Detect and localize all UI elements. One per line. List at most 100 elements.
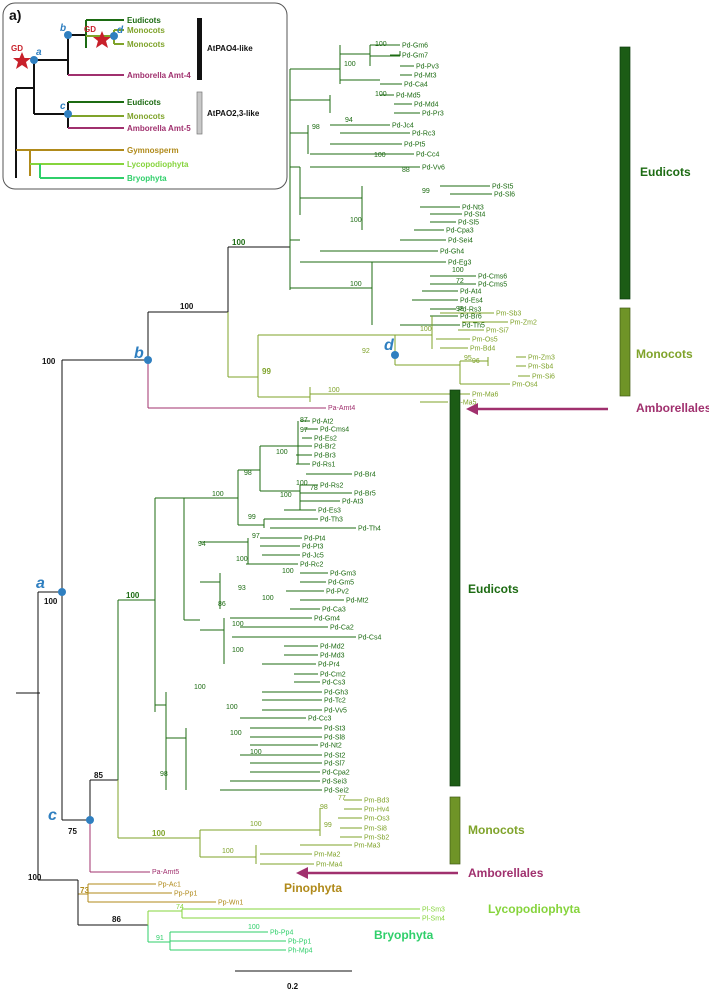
bootstrap-value: 100 [232, 621, 244, 628]
bootstrap-value: 100 [328, 387, 340, 394]
bootstrap-value: 100 [296, 480, 308, 487]
leaf-label: Pm-Ma3 [354, 843, 381, 850]
leaf-label: Pm-Si6 [532, 374, 555, 381]
inset-leaf: Monocots [127, 112, 165, 121]
bootstrap-value: 94 [198, 541, 206, 548]
bootstrap-value: 100 [180, 302, 194, 311]
inset-leaf: Monocots [127, 26, 165, 35]
clade-label: Monocots [468, 823, 525, 837]
bootstrap-value: 78 [310, 485, 318, 492]
leaf-label: Pd-Gm7 [402, 53, 428, 60]
leaf-label: Pm-Ma4 [316, 862, 343, 869]
leaf-label: Pd-Es3 [318, 508, 341, 515]
leaf-label: Pd-Gm4 [314, 616, 340, 623]
bootstrap-value: 98 [244, 470, 252, 477]
leaf-label: Pm-Sb4 [528, 364, 553, 371]
bootstrap-value: 100 [230, 730, 242, 737]
bootstrap-value: 100 [350, 281, 362, 288]
leaf-label: Pl-Sm4 [422, 916, 445, 923]
leaf-label: Pd-Cm2 [320, 672, 346, 679]
leaf-label: Pd-Md3 [320, 653, 345, 660]
bootstrap-value: 100 [344, 61, 356, 68]
leaf-label: Pd-Cc3 [308, 716, 331, 723]
bootstrap-value: 74 [176, 904, 184, 911]
leaf-label: Pd-Sei2 [324, 788, 349, 795]
leaf-label: Pd-Pt5 [404, 142, 426, 149]
leaf-label: Pd-Br2 [314, 444, 336, 451]
bootstrap-value: 100 [452, 267, 464, 274]
bootstrap-value: 99 [248, 514, 256, 521]
inset-panel: a) [2, 2, 288, 190]
leaf-label: Pl-Sm3 [422, 907, 445, 914]
inset-node-d [110, 32, 118, 40]
leaf-label: Pd-Cc4 [416, 152, 439, 159]
leaf-label: Pd-Cpa2 [322, 770, 350, 777]
leaf-label: Pm-Ma5 [450, 400, 477, 407]
leaf-label: Pm-Os3 [364, 816, 390, 823]
inset-node-label-a: a [36, 47, 42, 58]
leaf-label: Pd-At4 [460, 289, 482, 296]
bootstrap-value: 86 [218, 601, 226, 608]
leaf-label: Pp-Ac1 [158, 882, 181, 889]
leaf-label: Pd-At2 [312, 419, 334, 426]
bootstrap-value: 91 [156, 935, 164, 942]
leaf-label: Pd-Md2 [320, 644, 345, 651]
leaf-label: Pa-Amt4 [328, 405, 355, 412]
monocots-upper-bar [619, 307, 631, 397]
leaf-label: Pd-Cs3 [322, 680, 345, 687]
leaf-label: Pd-Sei3 [322, 779, 347, 786]
node-label-a: a [36, 575, 45, 592]
bootstrap-value: 75 [68, 827, 77, 836]
node-c [86, 816, 94, 824]
bootstrap-value: 100 [250, 821, 262, 828]
leaf-label: Pd-Gh3 [324, 690, 348, 697]
inset-frame [2, 2, 288, 190]
bootstrap-value: 92 [362, 348, 370, 355]
leaf-label: Pd-Rc2 [300, 562, 323, 569]
inset-leaf: Amborella Amt-4 [127, 71, 191, 80]
gd-star-icon [13, 52, 31, 69]
arrow-amborellales-lower [296, 867, 458, 879]
leaf-label: Pm-Si8 [364, 826, 387, 833]
leaf-label: Pm-Sb3 [496, 311, 521, 318]
inset-node-label-b: b [60, 23, 66, 34]
bootstrap-value: 100 [375, 41, 387, 48]
leaf-label: Pd-Sl5 [458, 220, 479, 227]
bootstrap-value: 100 [374, 152, 386, 159]
bootstrap-value: 98 [160, 771, 168, 778]
bootstrap-value: 100 [44, 597, 58, 606]
bootstrap-value: 100 [248, 924, 260, 931]
leaf-label: Pb-Pp1 [288, 939, 311, 946]
bootstrap-value: 100 [375, 91, 387, 98]
leaf-label: Pd-Br6 [460, 314, 482, 321]
leaf-label: Pm-Hv4 [364, 807, 389, 814]
leaf-label: Pd-Gm6 [402, 43, 428, 50]
leaf-label: Pd-Sl8 [324, 735, 345, 742]
eudicots-lower-bar [449, 389, 461, 787]
bootstrap-value: 100 [236, 556, 248, 563]
clade-label: Eudicots [468, 582, 519, 596]
leaf-label: Pd-Pr4 [318, 662, 340, 669]
leaf-label: Pd-Ca3 [322, 607, 346, 614]
bootstrap-value: 100 [280, 492, 292, 499]
clade-label: Amborellales [468, 866, 544, 880]
bootstrap-value: 88 [402, 167, 410, 174]
bootstrap-value: 100 [276, 449, 288, 456]
inset-node-label-c: c [60, 101, 66, 112]
inset-node-a [30, 56, 38, 64]
bootstrap-value: 100 [226, 704, 238, 711]
inset-leaf: Monocots [127, 40, 165, 49]
leaf-label: Pm-Sb2 [364, 835, 389, 842]
bootstrap-value: 100 [194, 684, 206, 691]
leaf-label: Pd-St2 [324, 753, 346, 760]
leaf-label: Pd-Th4 [358, 526, 381, 533]
leaf-label: Pm-Bd4 [470, 346, 495, 353]
leaf-label: Pm-Ma2 [314, 852, 341, 859]
bootstrap-value: 100 [250, 749, 262, 756]
leaf-label: Pd-Vv5 [324, 708, 347, 715]
clade-label: Pinophyta [284, 881, 342, 895]
bootstrap-value: 95 [464, 355, 472, 362]
atpao4-label: AtPAO4-like [207, 44, 253, 53]
leaf-label: Pd-Jc4 [392, 123, 414, 130]
leaf-label: Pd-Sei4 [448, 238, 473, 245]
